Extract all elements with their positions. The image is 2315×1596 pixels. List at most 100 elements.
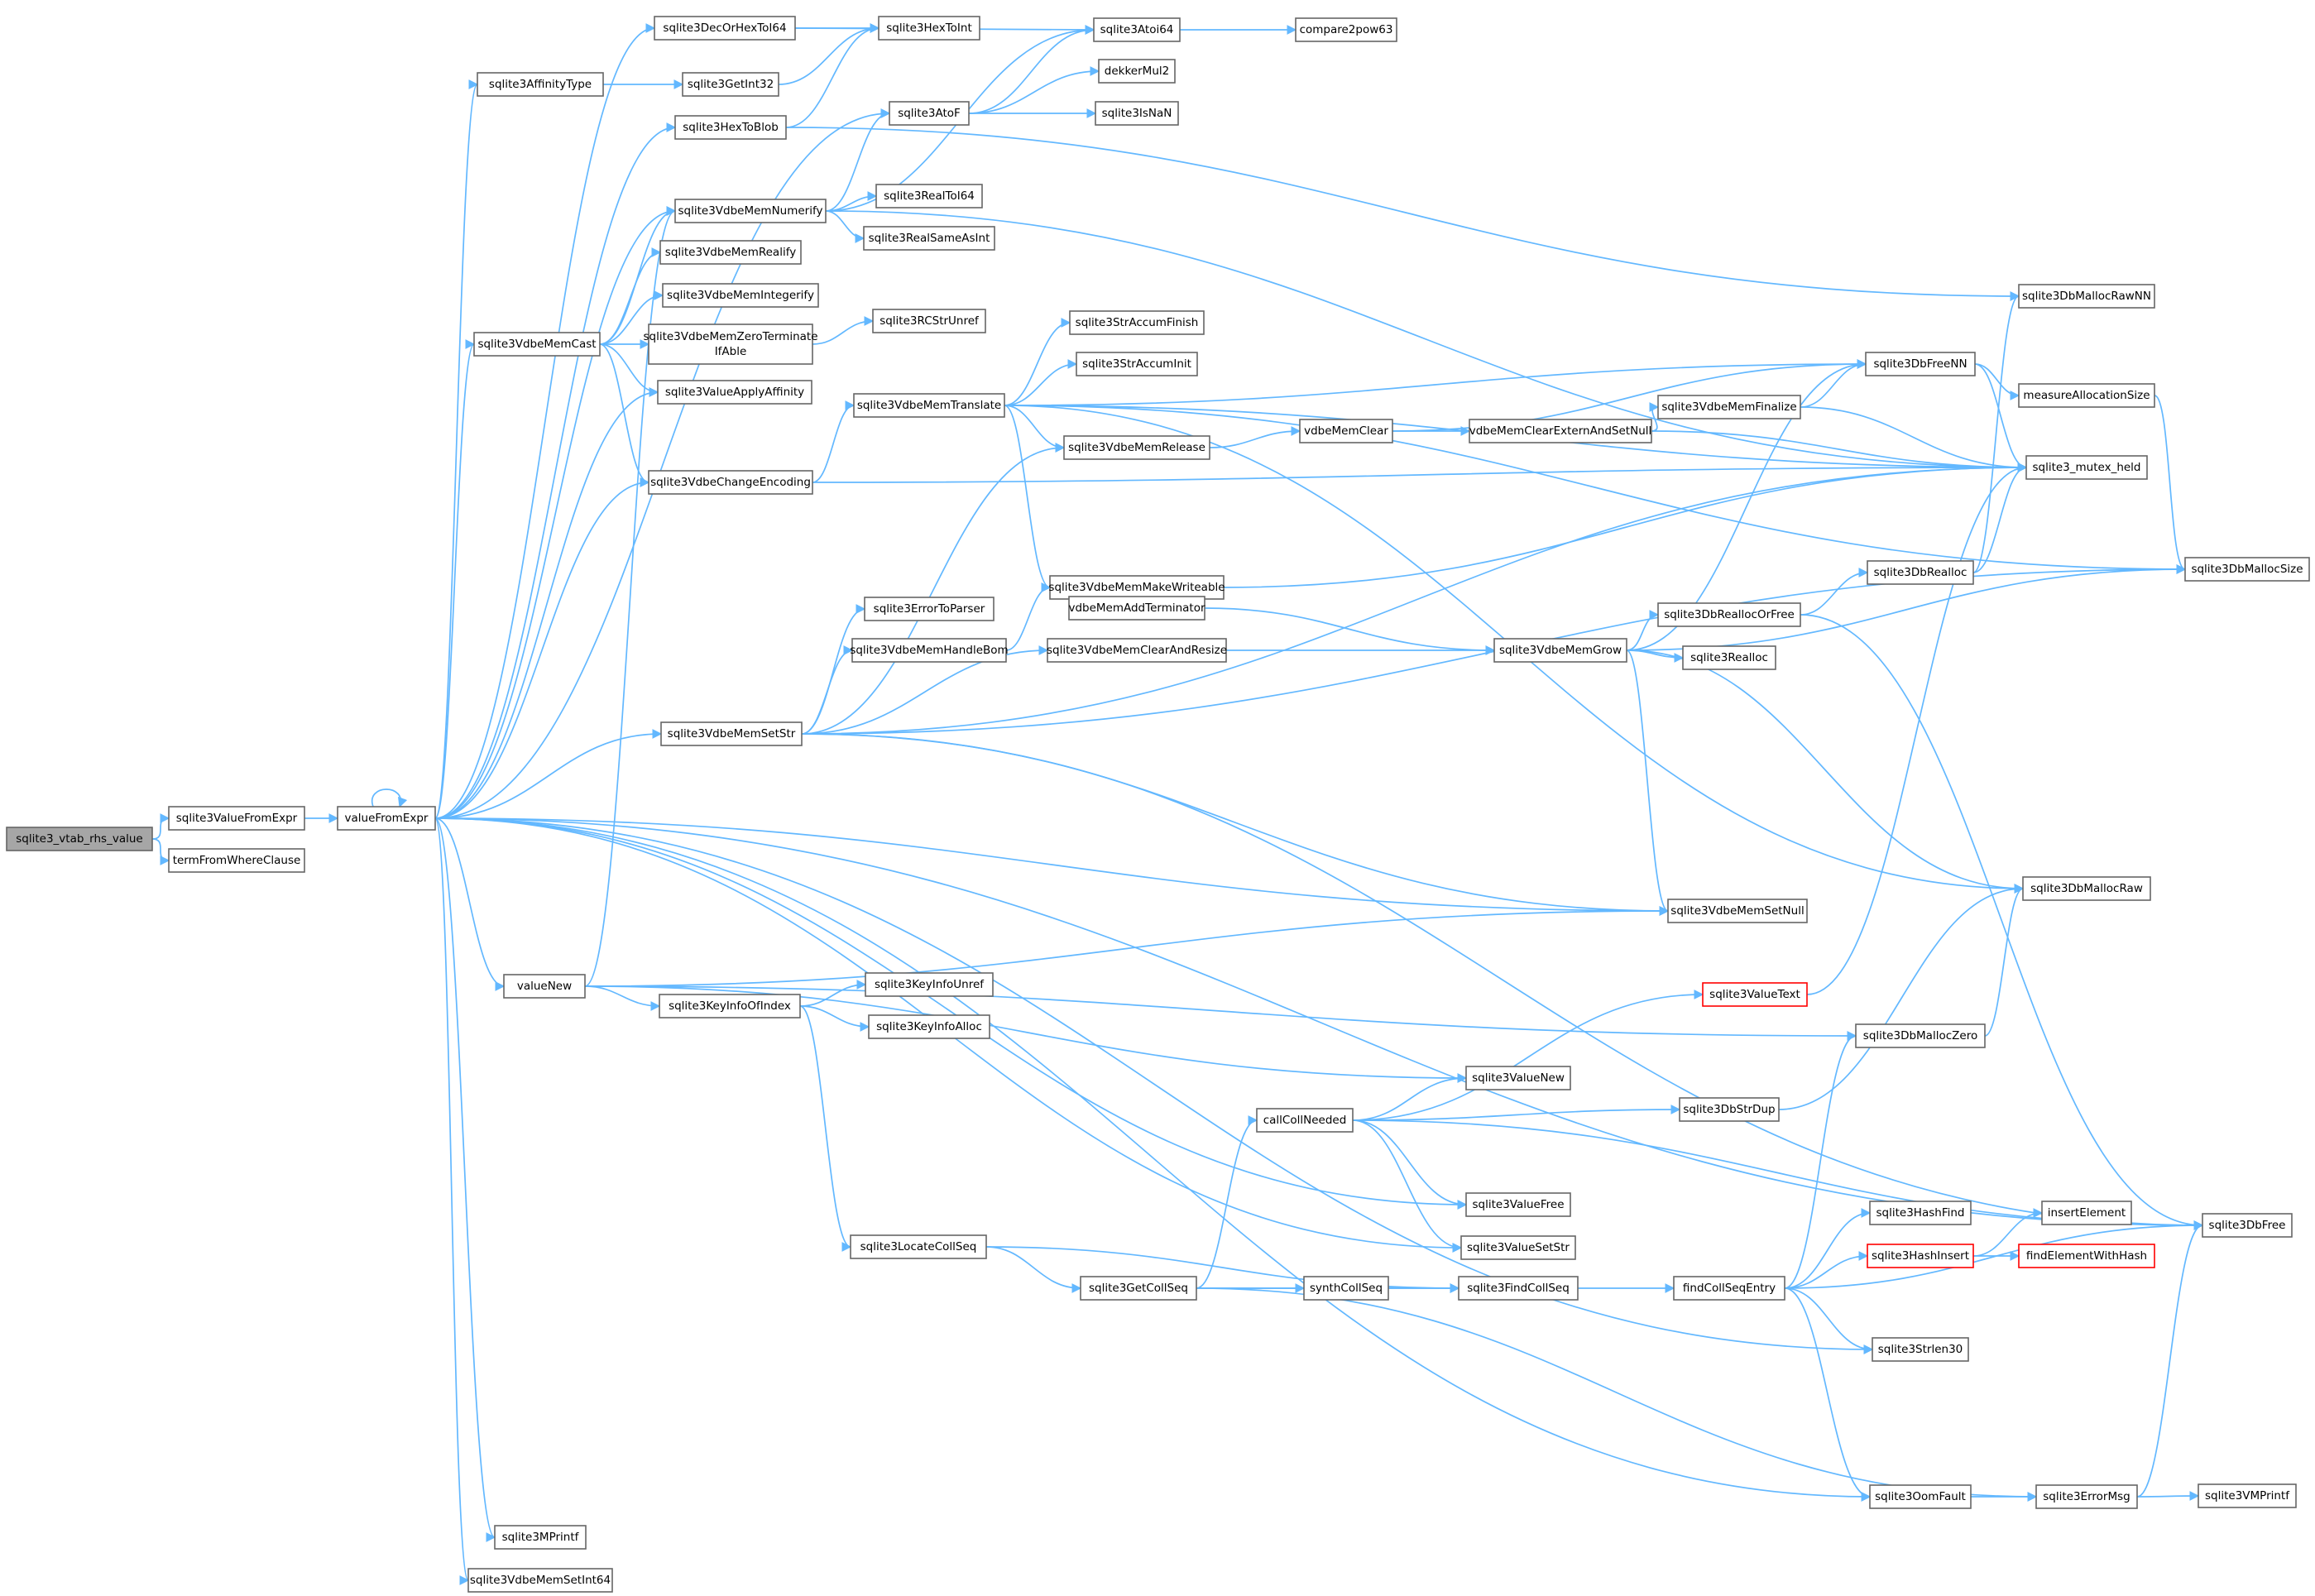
- node-sqlite3-strlen30[interactable]: sqlite3Strlen30: [1872, 1337, 1969, 1362]
- node-sqlite3-vdbe-mem-translate[interactable]: sqlite3VdbeMemTranslate: [853, 393, 1005, 418]
- node-label: sqlite3RCStrUnref: [880, 314, 980, 328]
- node-sqlite3-key-info-of-index[interactable]: sqlite3KeyInfoOfIndex: [659, 994, 801, 1018]
- node-sqlite3-real-to-i64[interactable]: sqlite3RealToI64: [875, 184, 983, 208]
- node-sqlite3-db-str-dup[interactable]: sqlite3DbStrDup: [1679, 1097, 1780, 1122]
- node-sqlite3-key-info-alloc[interactable]: sqlite3KeyInfoAlloc: [868, 1014, 990, 1039]
- edge-sqlite3-vdbe-mem-finalize-to-sqlite3-db-free-nn: [1800, 359, 1867, 408]
- node-sqlite3-hex-to-blob[interactable]: sqlite3HexToBlob: [674, 115, 787, 140]
- node-box: [1047, 638, 1227, 663]
- node-sqlite3-vdbe-mem-set-int64[interactable]: sqlite3VdbeMemSetInt64: [467, 1568, 613, 1593]
- node-box: [1460, 1235, 1576, 1260]
- node-sqlite3-value-set-str[interactable]: sqlite3ValueSetStr: [1460, 1235, 1576, 1260]
- node-sqlite3-mutex-held[interactable]: sqlite3_mutex_held: [2025, 455, 2148, 480]
- node-sqlite3-vdbe-mem-grow[interactable]: sqlite3VdbeMemGrow: [1493, 638, 1627, 663]
- node-box: [1465, 1066, 1571, 1090]
- node-sqlite3-affinity-type[interactable]: sqlite3AffinityType: [477, 72, 604, 97]
- node-find-element-with-hash[interactable]: findElementWithHash: [2018, 1244, 2155, 1268]
- node-label: sqlite3DbMallocZero: [1863, 1029, 1977, 1042]
- node-sqlite3-value-new[interactable]: sqlite3ValueNew: [1465, 1066, 1571, 1090]
- node-sqlite3-vdbe-mem-set-str[interactable]: sqlite3VdbeMemSetStr: [660, 721, 803, 746]
- node-sqlite3-vdbe-mem-set-null[interactable]: sqlite3VdbeMemSetNull: [1667, 899, 1808, 923]
- node-sqlite3-db-realloc[interactable]: sqlite3DbRealloc: [1867, 560, 1974, 585]
- node-sqlite3-error-msg[interactable]: sqlite3ErrorMsg: [2035, 1484, 2138, 1509]
- node-sqlite3-str-accum-finish[interactable]: sqlite3StrAccumFinish: [1069, 310, 1205, 335]
- node-vdbe-mem-clear-extern-and-set-null[interactable]: vdbeMemClearExternAndSetNull: [1469, 419, 1652, 443]
- node-sqlite3-hex-to-int[interactable]: sqlite3HexToInt: [878, 16, 980, 41]
- edge-call-coll-needed-to-sqlite3-value-new: [1352, 1073, 1468, 1121]
- node-sqlite3-value-from-expr[interactable]: sqlite3ValueFromExpr: [168, 806, 305, 831]
- node-synth-coll-seq[interactable]: synthCollSeq: [1303, 1276, 1389, 1301]
- edge-sqlite3-vtab-rhs-value-to-term-from-where-clause: [151, 838, 170, 865]
- node-sqlite3-oom-fault[interactable]: sqlite3OomFault: [1869, 1484, 1972, 1509]
- node-sqlite3-get-coll-seq[interactable]: sqlite3GetCollSeq: [1080, 1276, 1197, 1301]
- node-sqlite3-str-accum-init[interactable]: sqlite3StrAccumInit: [1076, 352, 1198, 376]
- node-sqlite3-vdbe-mem-make-writeable[interactable]: sqlite3VdbeMemMakeWriteable: [1048, 575, 1225, 600]
- node-insert-element[interactable]: insertElement: [2041, 1201, 2132, 1225]
- node-sqlite3-db-malloc-size[interactable]: sqlite3DbMallocSize: [2184, 557, 2310, 582]
- edge-value-from-expr-to-value-new: [434, 817, 506, 991]
- node-sqlite3-is-na-n[interactable]: sqlite3IsNaN: [1095, 101, 1179, 126]
- node-label: sqlite3VdbeMemIntegerify: [667, 289, 814, 302]
- node-measure-allocation-size[interactable]: measureAllocationSize: [2018, 383, 2155, 408]
- node-sqlite3-ato-f[interactable]: sqlite3AtoF: [889, 101, 970, 126]
- node-sqlite3-db-realloc-or-free[interactable]: sqlite3DbReallocOrFree: [1657, 602, 1801, 627]
- node-sqlite3-real-same-as-int[interactable]: sqlite3RealSameAsInt: [863, 226, 995, 251]
- node-call-coll-needed[interactable]: callCollNeeded: [1256, 1108, 1354, 1133]
- node-sqlite3-db-malloc-raw[interactable]: sqlite3DbMallocRaw: [2022, 876, 2151, 901]
- node-sqlite3-error-to-parser[interactable]: sqlite3ErrorToParser: [864, 597, 995, 621]
- edge-sqlite3-db-realloc-or-free-to-sqlite3-db-free: [1800, 614, 2204, 1230]
- edge-sqlite3-vdbe-mem-grow-to-sqlite3-vdbe-mem-set-null: [1626, 649, 1670, 916]
- node-sqlite3-db-free[interactable]: sqlite3DbFree: [2202, 1213, 2293, 1238]
- node-sqlite3-value-text[interactable]: sqlite3ValueText: [1702, 982, 1808, 1007]
- node-sqlite3-get-int32[interactable]: sqlite3GetInt32: [682, 72, 779, 97]
- node-dekker-mul2[interactable]: dekkerMul2: [1098, 59, 1176, 84]
- node-value-from-expr[interactable]: valueFromExpr: [337, 806, 436, 831]
- node-sqlite3-find-coll-seq[interactable]: sqlite3FindCollSeq: [1458, 1276, 1579, 1301]
- edge-value-from-expr-to-sqlite3-value-apply-affinity: [434, 387, 659, 819]
- node-sqlite3-vdbe-mem-clear-and-resize[interactable]: sqlite3VdbeMemClearAndResize: [1047, 638, 1227, 663]
- node-sqlite3-vdbe-mem-finalize[interactable]: sqlite3VdbeMemFinalize: [1657, 395, 1801, 419]
- node-box: [2184, 557, 2310, 582]
- node-sqlite3-realloc[interactable]: sqlite3Realloc: [1682, 645, 1776, 670]
- node-box: [2041, 1201, 2132, 1225]
- node-sqlite3-value-free[interactable]: sqlite3ValueFree: [1465, 1192, 1571, 1217]
- node-sqlite3-vdbe-mem-cast[interactable]: sqlite3VdbeMemCast: [473, 332, 601, 357]
- node-value-new[interactable]: valueNew: [503, 974, 586, 999]
- node-sqlite3-db-malloc-raw-nn[interactable]: sqlite3DbMallocRawNN: [2018, 284, 2155, 309]
- edge-value-new-to-sqlite3-vdbe-mem-numerify: [584, 206, 677, 987]
- edge-vdbe-mem-add-terminator-to-sqlite3-vdbe-mem-grow: [1204, 607, 1496, 655]
- node-compare2pow63[interactable]: compare2pow63: [1295, 17, 1397, 42]
- edge-sqlite3-db-malloc-zero-to-sqlite3-db-malloc-raw: [1984, 884, 2025, 1037]
- node-sqlite3-vtab-rhs-value[interactable]: sqlite3_vtab_rhs_value: [6, 827, 153, 851]
- node-sqlite3-vdbe-change-encoding[interactable]: sqlite3VdbeChangeEncoding: [648, 470, 813, 495]
- node-sqlite3-vdbe-mem-numerify[interactable]: sqlite3VdbeMemNumerify: [674, 199, 827, 223]
- node-vdbe-mem-clear[interactable]: vdbeMemClear: [1299, 419, 1393, 443]
- node-label: measureAllocationSize: [2023, 389, 2150, 402]
- node-sqlite3-vdbe-mem-handle-bom[interactable]: sqlite3VdbeMemHandleBom: [850, 638, 1009, 663]
- node-sqlite3-rcstr-unref[interactable]: sqlite3RCStrUnref: [872, 309, 986, 333]
- node-sqlite3-key-info-unref[interactable]: sqlite3KeyInfoUnref: [865, 972, 994, 997]
- node-sqlite3-db-malloc-zero[interactable]: sqlite3DbMallocZero: [1855, 1023, 1986, 1048]
- node-sqlite3-atoi64[interactable]: sqlite3Atoi64: [1093, 17, 1181, 42]
- node-sqlite3-mprintf[interactable]: sqlite3MPrintf: [494, 1525, 587, 1550]
- node-sqlite3-value-apply-affinity[interactable]: sqlite3ValueApplyAffinity: [657, 380, 812, 405]
- edge-sqlite3-error-msg-to-sqlite3-vmprintf: [2136, 1491, 2200, 1501]
- node-box: [863, 226, 995, 251]
- node-box: [1867, 560, 1974, 585]
- node-sqlite3-locate-coll-seq[interactable]: sqlite3LocateCollSeq: [850, 1234, 987, 1259]
- node-vdbe-mem-add-terminator[interactable]: vdbeMemAddTerminator: [1068, 596, 1205, 621]
- node-sqlite3-vdbe-mem-realify[interactable]: sqlite3VdbeMemRealify: [659, 240, 802, 265]
- edge-sqlite3-locate-coll-seq-to-sqlite3-get-coll-seq: [985, 1246, 1082, 1293]
- node-sqlite3-hash-find[interactable]: sqlite3HashFind: [1869, 1201, 1972, 1225]
- node-sqlite3-vdbe-mem-release[interactable]: sqlite3VdbeMemRelease: [1063, 435, 1210, 460]
- node-box: [477, 72, 604, 97]
- node-sqlite3-vdbe-mem-integerify[interactable]: sqlite3VdbeMemIntegerify: [662, 283, 819, 308]
- node-find-coll-seq-entry[interactable]: findCollSeqEntry: [1673, 1276, 1785, 1301]
- node-sqlite3-db-free-nn[interactable]: sqlite3DbFreeNN: [1865, 352, 1976, 376]
- node-term-from-where-clause[interactable]: termFromWhereClause: [168, 848, 305, 873]
- node-sqlite3-dec-or-hex-to-i64[interactable]: sqlite3DecOrHexToI64: [654, 16, 796, 41]
- edge-sqlite3-vdbe-mem-set-str-to-sqlite3-vdbe-mem-handle-bom: [801, 645, 854, 735]
- node-sqlite3-vmprintf[interactable]: sqlite3VMPrintf: [2198, 1483, 2297, 1508]
- node-sqlite3-hash-insert[interactable]: sqlite3HashInsert: [1867, 1244, 1974, 1268]
